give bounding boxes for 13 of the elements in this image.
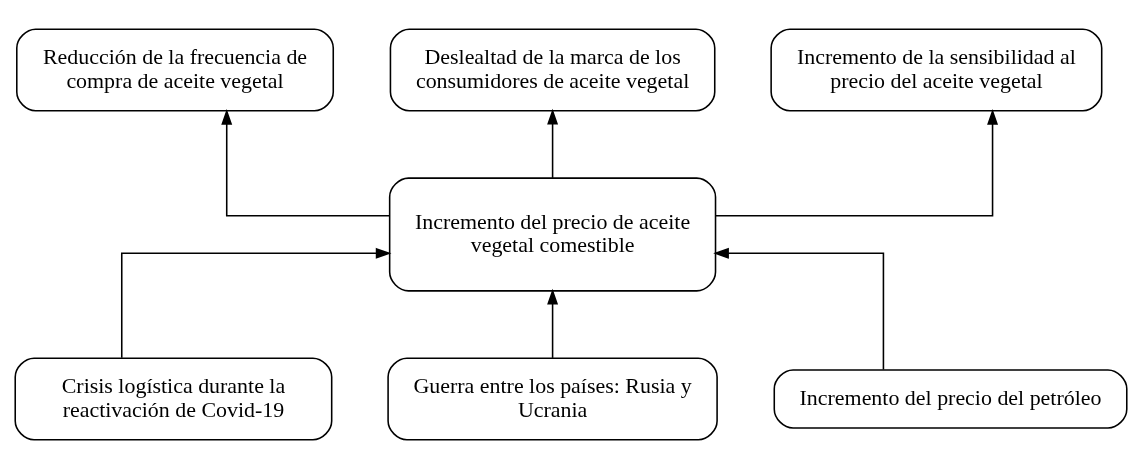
arrow [120,247,392,359]
arrow [221,109,390,217]
node-box: Reducción de la frecuencia de compra de aceite vegetal [16,28,335,112]
node-box: Crisis logística durante la reactivación de Covid-19 [14,357,333,441]
arrow [715,109,999,217]
arrow [547,108,559,179]
node-box: Guerra entre los países: Rusia y Ucrania [387,357,718,441]
arrow [547,288,559,359]
node-box: Incremento de la sensibilidad al precio del aceite vegetal [770,28,1103,112]
arrow [713,247,885,371]
node-box: Incremento del precio del petróleo [773,369,1128,429]
node-box: Deslealtad de la marca de los consumidores de aceite vegetal [389,28,716,112]
node-box: Incremento del precio de aceite vegetal comestible [388,177,717,292]
